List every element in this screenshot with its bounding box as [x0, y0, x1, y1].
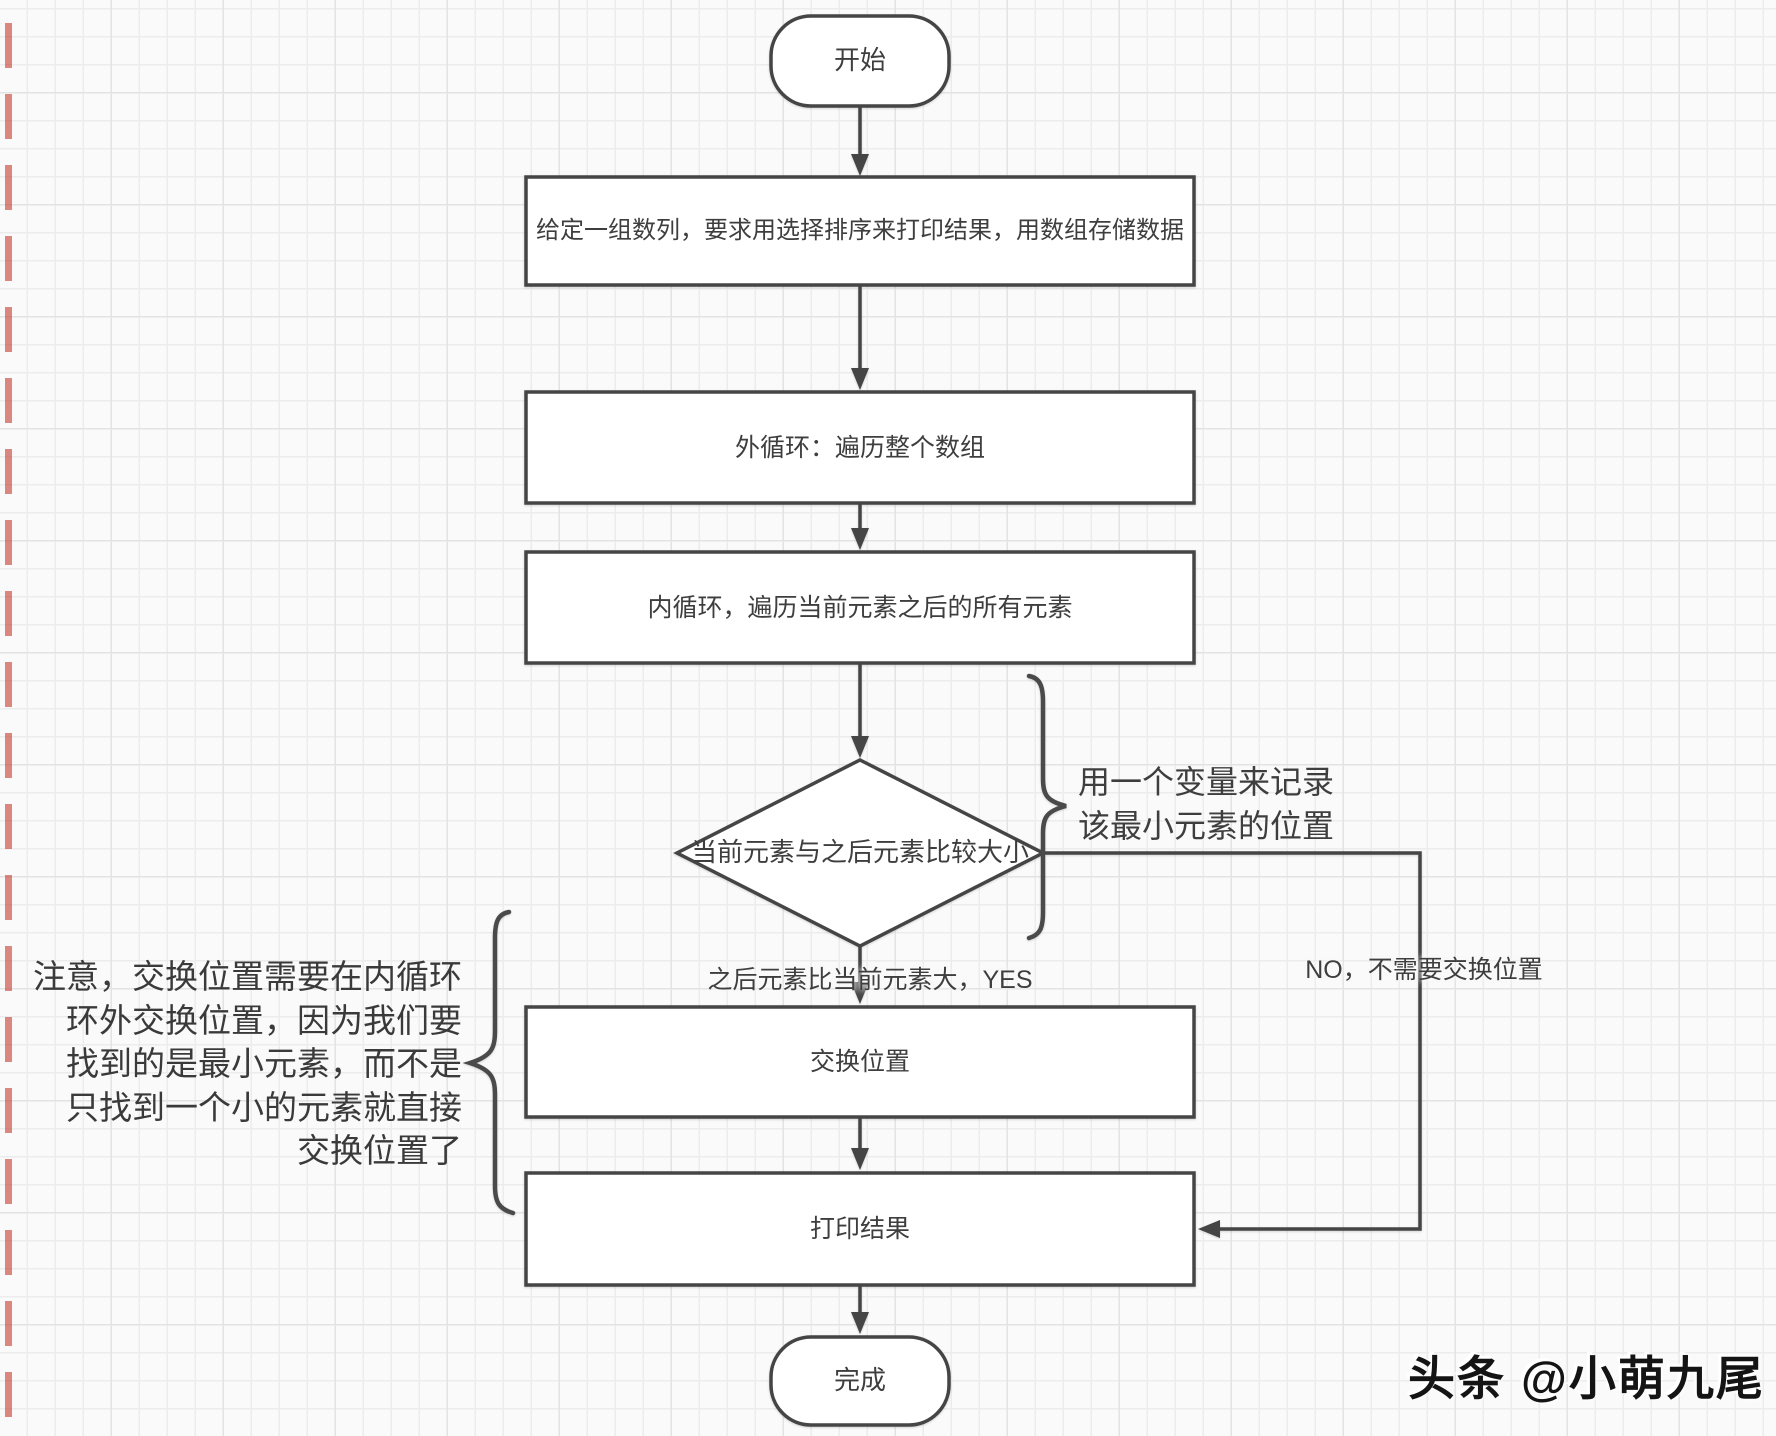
given-array-label: 给定一组数列，要求用选择排序来打印结果，用数组存储数据 — [536, 216, 1184, 244]
red-tick-marks — [5, 0, 12, 1436]
right-curly-brace — [1026, 673, 1067, 941]
variable-note-line1: 用一个变量来记录 — [1078, 764, 1335, 800]
swap-note-line5: 交换位置了 — [297, 1132, 462, 1169]
no-branch-arrow — [1043, 851, 1422, 1238]
arrow-outer-to-inner — [851, 503, 869, 550]
no-edge-label: NO，不需要交换位置 — [1305, 956, 1543, 984]
decision-label: 当前元素与之后元素比较大小 — [690, 837, 1029, 868]
yes-edge-label: 之后元素比当前元素大，YES — [707, 966, 1033, 994]
arrow-decision-to-swap — [851, 946, 869, 1004]
outer-loop-label: 外循环：遍历整个数组 — [734, 433, 985, 462]
step-box-inner-loop — [524, 550, 1196, 665]
arrow-inner-to-decision — [851, 663, 869, 758]
start-node-label: 开始 — [833, 45, 886, 76]
step-box-swap — [524, 1005, 1196, 1119]
step-box-print — [524, 1171, 1196, 1287]
end-node-label: 完成 — [833, 1365, 886, 1396]
step-box-given-array — [524, 175, 1196, 287]
swap-note-line4: 只找到一个小的元素就直接 — [66, 1088, 462, 1126]
decision-diamond — [673, 758, 1047, 948]
watermark: 头条 @小萌九尾 — [1408, 1352, 1765, 1405]
swap-label: 交换位置 — [809, 1048, 910, 1076]
swap-note-line3: 找到的是最小元素，而不是 — [66, 1045, 462, 1082]
swap-note-line1: 注意，交换位置需要在内循环 — [33, 958, 462, 995]
swap-note: 注意，交换位置需要在内循环 环外交换位置，因为我们要 找到的是最小元素，而不是 … — [20, 955, 462, 1173]
arrow-given-to-outer — [851, 285, 869, 390]
end-node — [769, 1335, 951, 1427]
variable-note: 用一个变量来记录 该最小元素的位置 — [1078, 760, 1334, 848]
print-label: 打印结果 — [809, 1215, 910, 1243]
arrow-start-to-given — [851, 106, 869, 176]
arrow-print-to-end — [851, 1285, 869, 1334]
variable-note-line2: 该最小元素的位置 — [1078, 808, 1335, 844]
left-curly-brace — [462, 909, 516, 1216]
start-node — [769, 14, 951, 108]
inner-loop-label: 内循环，遍历当前元素之后的所有元素 — [647, 593, 1073, 622]
swap-note-line2: 环外交换位置，因为我们要 — [66, 1001, 462, 1039]
step-box-outer-loop — [524, 390, 1196, 505]
arrow-swap-to-print — [851, 1117, 869, 1170]
